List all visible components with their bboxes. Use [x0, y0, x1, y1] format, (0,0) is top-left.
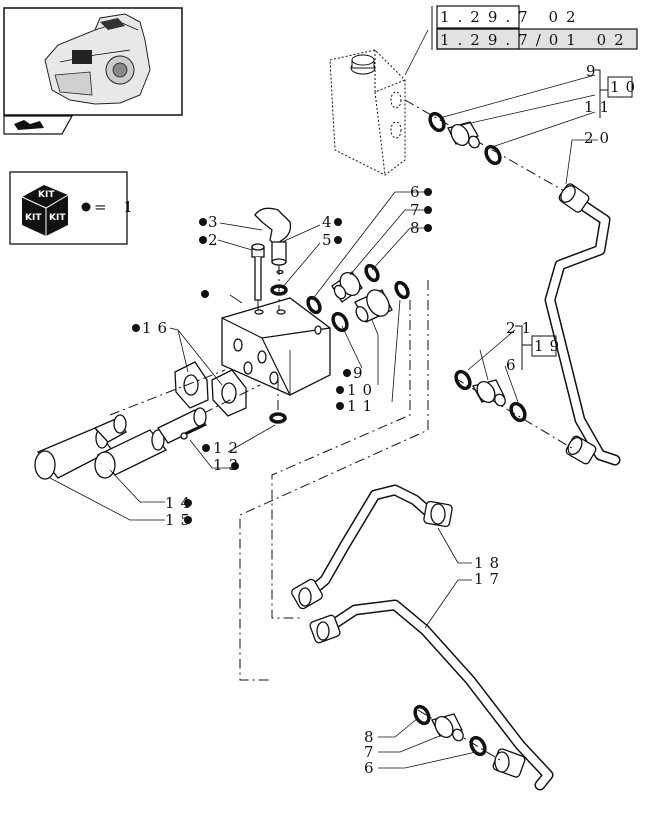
middle-fitting-assembly [454, 369, 576, 451]
callout-right-20: 20 [584, 129, 615, 147]
kit-legend: KIT KIT KIT = 1 [9, 171, 139, 245]
callout-bottom-7: 7 [364, 743, 380, 761]
callout-bottom-8: 8 [364, 728, 380, 746]
assembly-boundary [239, 280, 429, 681]
callout-7: 7 [410, 201, 426, 219]
callout-15: 15 [165, 511, 196, 529]
callout-11: 11 [347, 397, 378, 415]
kit-equation: = 1 [94, 198, 139, 216]
callout-mid-21: 21 [506, 319, 537, 337]
callout-2: 2 [208, 231, 224, 249]
callout-9: 9 [353, 364, 369, 382]
callout-13: 13 [213, 456, 244, 474]
callout-8: 8 [410, 219, 426, 237]
kit-badge-left: KIT [25, 213, 42, 223]
callout-right-9: 9 [586, 62, 602, 80]
valve-side-fittings [306, 263, 410, 333]
top-fitting-assembly [404, 99, 581, 201]
callout-pipe-18: 18 [474, 554, 505, 572]
kit-badge-right: KIT [49, 213, 66, 223]
valve-housing-outline [329, 29, 429, 176]
hand-pointer-icon [14, 120, 44, 130]
callout-6: 6 [410, 183, 426, 201]
callout-10: 10 [347, 381, 378, 399]
lower-pipes [291, 484, 554, 791]
flange-gaskets [174, 361, 247, 417]
callout-12: 12 [213, 439, 244, 457]
right-pipe [544, 183, 621, 466]
callout-right-11: 11 [584, 98, 615, 116]
transmission-housing-icon [44, 13, 151, 105]
kit-bullets [132, 188, 432, 524]
leader-lines [49, 69, 633, 769]
valve-block [221, 294, 331, 396]
kit-box-icon: KIT KIT KIT [21, 185, 69, 236]
callout-pipe-17: 17 [474, 570, 505, 588]
callout-mid-6: 6 [506, 356, 522, 374]
callout-3: 3 [208, 213, 224, 231]
kit-bullet-icon [81, 202, 91, 212]
navigation-tab[interactable] [3, 115, 74, 135]
callout-4: 4 [322, 213, 338, 231]
overview-thumbnail[interactable] [3, 7, 183, 116]
bottom-fitting-assembly [413, 704, 501, 761]
callout-16: 16 [142, 319, 173, 337]
bolt-and-knob [251, 207, 292, 312]
callout-mid-19: 19 [534, 337, 565, 355]
callout-bottom-6: 6 [364, 759, 380, 777]
kit-badge-top: KIT [38, 190, 55, 200]
callout-5: 5 [322, 231, 338, 249]
reference-line-1[interactable]: 1.29.7 02 [440, 8, 584, 26]
callout-14: 14 [165, 494, 196, 512]
callout-right-10: 10 [610, 78, 641, 96]
reference-line-2[interactable]: 1.29.7/01 02 [440, 31, 632, 49]
callout-labels: 3 2 4 5 6 7 8 9 10 11 16 12 13 14 15 9 1… [142, 62, 641, 777]
reference-box[interactable]: 1.29.7 02 1.29.7/01 02 [431, 5, 638, 50]
solenoid-valves [34, 369, 287, 480]
